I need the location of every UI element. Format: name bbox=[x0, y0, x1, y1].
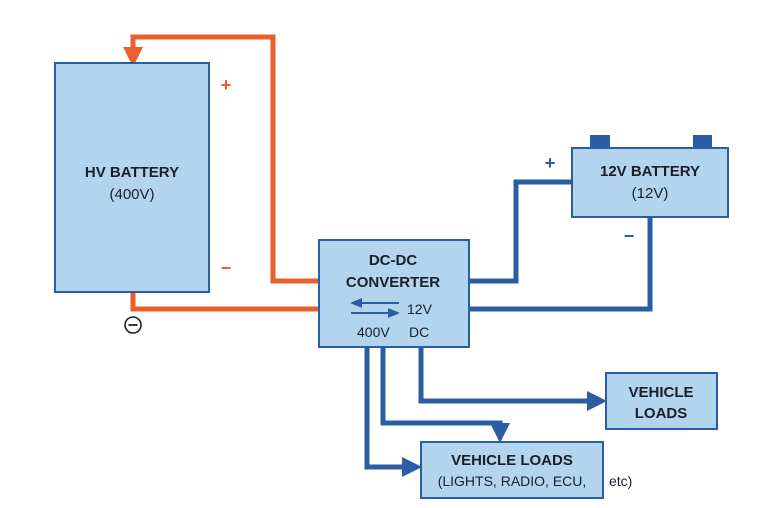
vehicle-loads-right[interactable]: VEHICLE LOADS bbox=[605, 372, 718, 430]
lv-positive-wire bbox=[469, 179, 572, 284]
hv-battery-title: HV BATTERY bbox=[85, 164, 179, 181]
hv-plus-sign: + bbox=[221, 75, 232, 95]
hv-negative-wire bbox=[130, 292, 319, 312]
converter-title-line2: CONVERTER bbox=[346, 274, 440, 291]
lv-battery-title: 12V BATTERY bbox=[600, 163, 700, 180]
load-feed-bottom-top-wire bbox=[380, 347, 510, 443]
converter-box bbox=[318, 239, 470, 348]
dc-dc-converter[interactable]: DC-DC CONVERTER 12V 400V DC bbox=[318, 239, 470, 348]
hv-wires bbox=[123, 34, 319, 312]
lv-battery-terminal-positive bbox=[590, 135, 610, 149]
hv-battery[interactable]: HV BATTERY (400V) bbox=[54, 62, 210, 293]
lv-minus-sign: − bbox=[624, 226, 635, 246]
hv-positive-wire bbox=[123, 34, 319, 284]
vehicle-loads-right-line2: LOADS bbox=[635, 405, 688, 422]
vehicle-loads-bottom-box bbox=[420, 441, 604, 499]
converter-type: DC bbox=[409, 324, 429, 340]
vehicle-loads-bottom-suffix: etc) bbox=[609, 473, 632, 489]
hv-minus-sign: − bbox=[221, 258, 232, 278]
converter-input-voltage: 400V bbox=[357, 324, 390, 340]
converter-title-line1: DC-DC bbox=[369, 252, 417, 269]
converter-output-voltage: 12V bbox=[407, 301, 433, 317]
hv-battery-box bbox=[54, 62, 210, 293]
lv-battery[interactable]: 12V BATTERY (12V) bbox=[571, 135, 729, 218]
ground-minus-icon bbox=[124, 316, 142, 334]
vehicle-loads-bottom-title: VEHICLE LOADS bbox=[451, 452, 573, 469]
vehicle-loads-bottom-subtitle: (LIGHTS, RADIO, ECU, bbox=[438, 473, 587, 489]
lv-plus-sign: + bbox=[545, 153, 556, 173]
vehicle-loads-right-box bbox=[605, 372, 718, 430]
lv-battery-box bbox=[571, 147, 729, 218]
load-feed-bottom-left-wire bbox=[364, 347, 422, 477]
vehicle-loads-right-line1: VEHICLE bbox=[628, 384, 693, 401]
lv-battery-terminal-negative bbox=[693, 135, 712, 149]
lv-wires bbox=[364, 179, 653, 477]
vehicle-loads-bottom[interactable]: VEHICLE LOADS (LIGHTS, RADIO, ECU, bbox=[420, 441, 604, 499]
lv-battery-voltage: (12V) bbox=[632, 185, 669, 202]
load-feed-right-wire bbox=[418, 347, 607, 411]
hv-battery-voltage: (400V) bbox=[109, 186, 154, 203]
lv-negative-wire bbox=[469, 217, 653, 312]
